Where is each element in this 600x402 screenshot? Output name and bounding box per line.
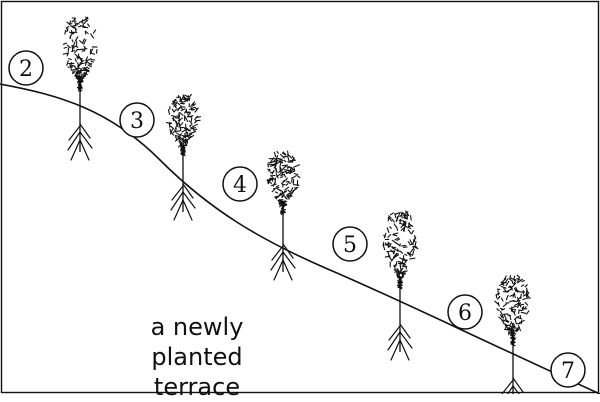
caption-line-2: planted terrace [112, 342, 282, 402]
foliage-icon [383, 211, 418, 289]
plant-5: 5 [333, 211, 418, 360]
slope-line [0, 84, 600, 394]
diagram-caption: a newly planted terrace [112, 312, 282, 402]
caption-line-1: a newly [112, 312, 282, 342]
plant-4: 4 [223, 151, 300, 280]
plant-number-label: 2 [19, 57, 33, 82]
foliage-icon [167, 94, 201, 155]
plant-number-label: 4 [233, 173, 247, 198]
foliage-icon [63, 17, 97, 92]
foliage-icon [267, 151, 300, 214]
plant-6: 6 [448, 275, 530, 394]
plant-number-label: 6 [458, 301, 472, 326]
foliage-icon [495, 275, 531, 346]
plant-3: 3 [120, 94, 200, 220]
plants-layer: 2 3 4 5 6 7 [9, 17, 585, 394]
plant-number-label: 3 [130, 109, 144, 134]
plant-number-label: 7 [561, 359, 575, 384]
plant-number-label: 5 [343, 233, 357, 258]
plant-7: 7 [551, 353, 585, 387]
